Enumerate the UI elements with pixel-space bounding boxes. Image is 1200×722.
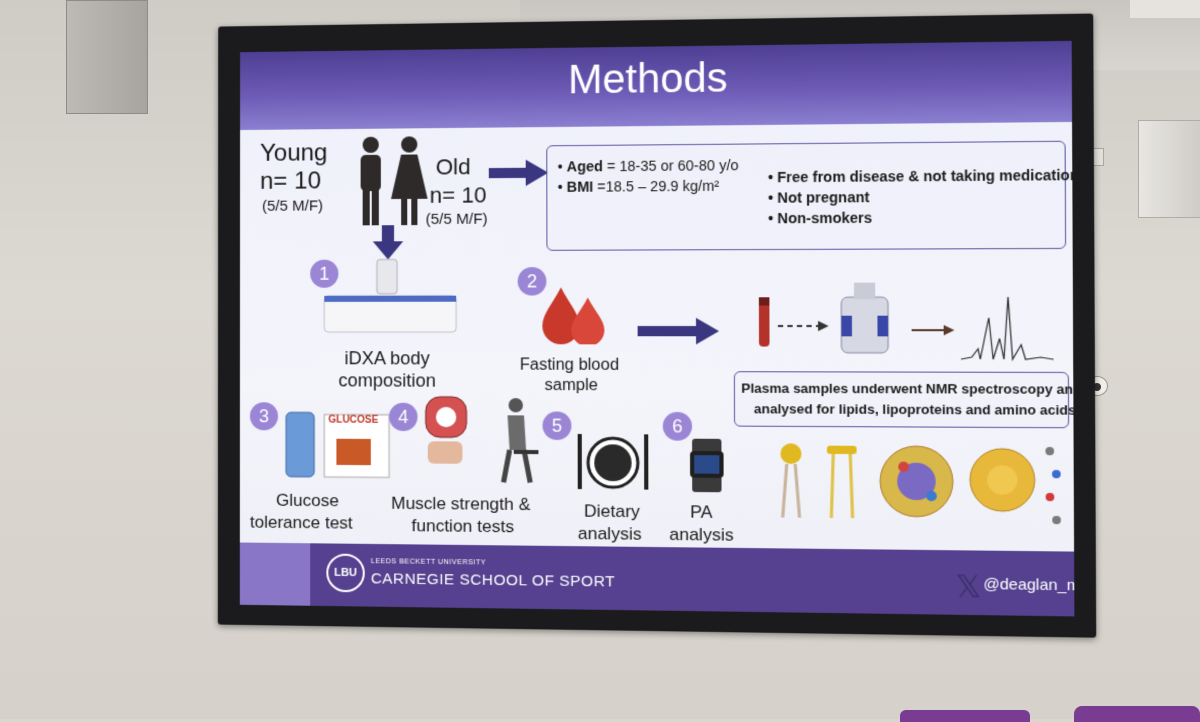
step-5-label-line2: analysis — [578, 524, 642, 545]
university-logo: LBU — [326, 554, 364, 593]
title-bar: Methods — [240, 41, 1072, 130]
arrow-right-icon — [638, 316, 722, 347]
chair-back-right — [1074, 706, 1200, 722]
slide-title: Methods — [240, 51, 1072, 107]
muscle-strength-illustration — [422, 393, 545, 487]
step-2-label-line1: Fasting blood — [520, 356, 619, 375]
school-name: CARNEGIE SCHOOL OF SPORT — [371, 570, 615, 590]
presentation-slide: Methods Young n= 10 (5/5 M/F) Old n= 10 … — [240, 41, 1075, 617]
step-3-label-line2: tolerance test — [250, 513, 353, 534]
wall-speaker-left — [66, 0, 148, 114]
nmr-text-line1: Plasma samples underwent NMR spectroscop… — [741, 380, 1074, 397]
step-4-label-line2: function tests — [411, 516, 514, 537]
university-name: LEEDS BECKETT UNIVERSITY — [371, 558, 486, 566]
inclusion-criteria-box: • Aged = 18-35 or 60-80 y/o • BMI =18.5 … — [546, 141, 1066, 251]
free-text: Free from disease & not taking medicatio… — [777, 167, 1074, 186]
social-handle: @deaglan_mc — [983, 576, 1074, 595]
step-6-number: 6 — [663, 412, 692, 441]
male-female-icon — [351, 134, 432, 231]
step-4-label-line1: Muscle strength & — [391, 494, 530, 516]
idxa-scanner-icon — [320, 255, 462, 336]
step-6-label-line1: PA — [690, 502, 712, 523]
arrow-down-icon — [373, 225, 403, 259]
old-split: (5/5 M/F) — [426, 211, 488, 229]
smokers-text: Non-smokers — [777, 209, 872, 226]
criteria-free: • Free from disease & not taking medicat… — [768, 167, 1074, 186]
step-1-label-line2: composition — [338, 370, 435, 391]
ceiling-panel — [1130, 0, 1200, 18]
pregnant-text: Not pregnant — [777, 189, 869, 206]
glucose-box-text: GLUCOSE — [328, 415, 378, 426]
step-5-number: 5 — [543, 411, 572, 440]
step-1-label-line1: iDXA body — [344, 348, 429, 369]
criteria-smokers: • Non-smokers — [768, 209, 872, 226]
bmi-label: BMI — [567, 178, 594, 194]
nmr-pipeline-illustration — [753, 276, 1063, 372]
arrow-right-icon — [489, 157, 551, 188]
blood-drops-icon — [540, 283, 612, 344]
slide-footer: LBU LEEDS BECKETT UNIVERSITY CARNEGIE SC… — [240, 543, 1075, 617]
plate-cutlery-icon — [574, 432, 653, 492]
chair-back-left — [900, 710, 1030, 722]
tv-screen: Methods Young n= 10 (5/5 M/F) Old n= 10 … — [218, 14, 1096, 638]
young-n: n= 10 — [260, 167, 321, 195]
wall-speaker-right — [1138, 120, 1200, 218]
step-2-label-line2: sample — [545, 377, 598, 395]
old-label: Old — [436, 154, 471, 181]
criteria-pregnant: • Not pregnant — [768, 189, 869, 206]
step-6-label-line2: analysis — [669, 525, 733, 546]
criteria-bmi: • BMI =18.5 – 29.9 kg/m² — [558, 178, 720, 195]
x-logo-icon: 𝕏 — [955, 569, 981, 606]
young-label: Young — [260, 139, 327, 168]
criteria-aged: • Aged = 18-35 or 60-80 y/o — [558, 157, 739, 175]
nmr-text-line2: analysed for lipids, lipoproteins and am… — [754, 401, 1074, 418]
young-split: (5/5 M/F) — [262, 197, 323, 214]
aged-label: Aged — [567, 158, 603, 175]
step-4-number: 4 — [389, 403, 417, 431]
step-5-label-line1: Dietary — [584, 501, 640, 522]
footer-accent-block — [240, 543, 310, 606]
old-n: n= 10 — [430, 182, 487, 209]
aged-value: = 18-35 or 60-80 y/o — [607, 157, 739, 174]
step-3-number: 3 — [250, 402, 278, 430]
bmi-value: =18.5 – 29.9 kg/m² — [597, 178, 719, 195]
activity-monitor-icon — [686, 439, 728, 493]
step-3-label-line1: Glucose — [276, 491, 339, 512]
lipid-lipoprotein-illustration — [776, 435, 1065, 537]
nmr-description-box: Plasma samples underwent NMR spectroscop… — [734, 371, 1069, 428]
